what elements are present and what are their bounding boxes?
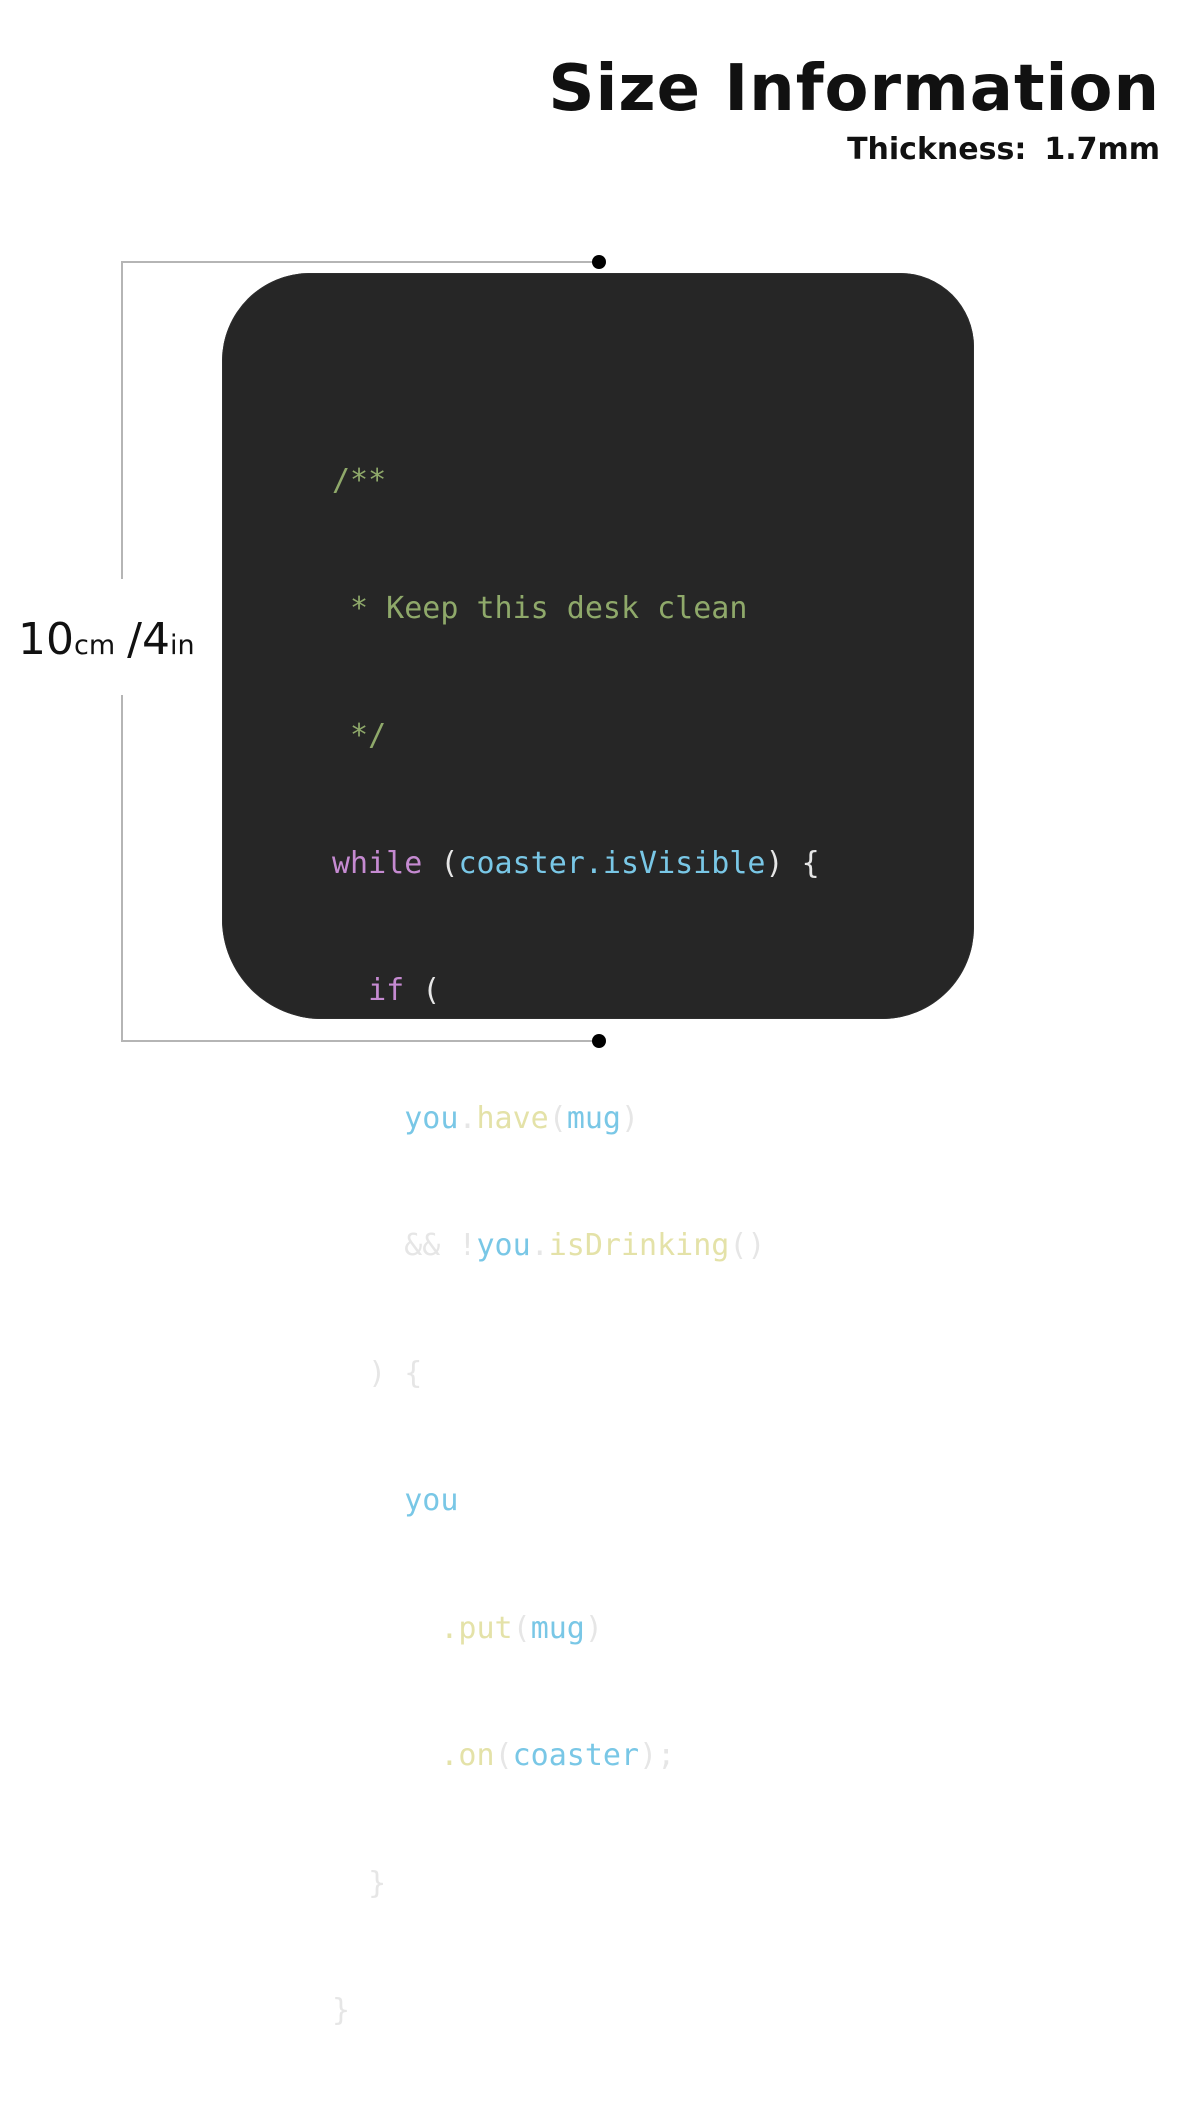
- code-line: }: [332, 1863, 820, 1906]
- metric-value: 10: [18, 614, 74, 665]
- code-punct: }: [332, 1993, 351, 2028]
- code-comment: */: [332, 718, 387, 753]
- code-punct: .: [458, 1100, 477, 1136]
- metric-unit: cm: [74, 630, 116, 661]
- thickness-label: Thickness:: [847, 132, 1027, 167]
- dimension-line-vertical-lower: [121, 695, 123, 1042]
- code-comment: /**: [332, 463, 387, 498]
- coaster: /** * Keep this desk clean */ while (coa…: [222, 273, 974, 2028]
- code-variable: you: [476, 1228, 531, 1263]
- dimension-marker-top: [592, 255, 606, 269]
- code-punct: }: [368, 1865, 387, 1901]
- code-punct: ): [621, 1100, 640, 1136]
- code-keyword: while: [332, 845, 423, 881]
- code-variable: mug: [530, 1610, 585, 1646]
- dimension-separator: /: [127, 614, 142, 665]
- code-punct: (: [494, 1738, 513, 1773]
- code-variable: coaster: [512, 1738, 640, 1773]
- code-variable: coaster.isVisible: [458, 845, 766, 881]
- dimension-marker-bottom: [592, 1034, 606, 1048]
- dimension-line-vertical-upper: [121, 261, 123, 579]
- code-operator: && !: [404, 1228, 477, 1263]
- code-line: && !you.isDrinking(): [332, 1225, 820, 1268]
- imperial-value: 4: [141, 614, 170, 665]
- code-punct: (: [404, 973, 441, 1008]
- code-punct: ): [584, 1610, 603, 1646]
- code-line: /**: [332, 460, 820, 503]
- thickness-info: Thickness: 1.7mm: [847, 132, 1160, 167]
- code-variable: mug: [566, 1100, 621, 1136]
- code-line: }: [332, 1990, 820, 2033]
- code-line: while (coaster.isVisible) {: [332, 843, 820, 886]
- code-punct: .: [530, 1228, 549, 1263]
- code-punct: ) {: [368, 1355, 423, 1391]
- code-line: .on(coaster);: [332, 1735, 820, 1778]
- code-punct: (: [422, 845, 459, 881]
- code-line: you.have(mug): [332, 1098, 820, 1141]
- code-block: /** * Keep this desk clean */ while (coa…: [332, 375, 820, 2118]
- code-function: .on: [440, 1738, 495, 1773]
- code-function: have: [476, 1100, 549, 1136]
- code-comment: * Keep this desk clean: [332, 590, 748, 626]
- code-function: .put: [440, 1610, 513, 1646]
- thickness-value: 1.7mm: [1044, 132, 1160, 167]
- code-line: ) {: [332, 1353, 820, 1396]
- code-punct: (: [548, 1100, 567, 1136]
- code-variable: you: [404, 1100, 459, 1136]
- code-punct: (): [729, 1228, 766, 1263]
- code-line: * Keep this desk clean: [332, 588, 820, 631]
- dimension-line-bottom: [121, 1040, 599, 1042]
- code-line: if (: [332, 970, 820, 1013]
- dimension-label: 10cm /4in: [18, 614, 195, 665]
- code-punct: );: [639, 1738, 676, 1773]
- size-information-title: Size Information: [548, 52, 1160, 126]
- code-function: isDrinking: [548, 1228, 730, 1263]
- code-line: you: [332, 1480, 820, 1523]
- code-keyword: if: [368, 973, 405, 1008]
- code-punct: (: [512, 1610, 531, 1646]
- code-line: */: [332, 715, 820, 758]
- dimension-line-top: [121, 261, 599, 263]
- code-punct: ) {: [765, 845, 820, 881]
- code-line: .put(mug): [332, 1608, 820, 1651]
- code-variable: you: [404, 1483, 459, 1518]
- imperial-unit: in: [169, 630, 195, 661]
